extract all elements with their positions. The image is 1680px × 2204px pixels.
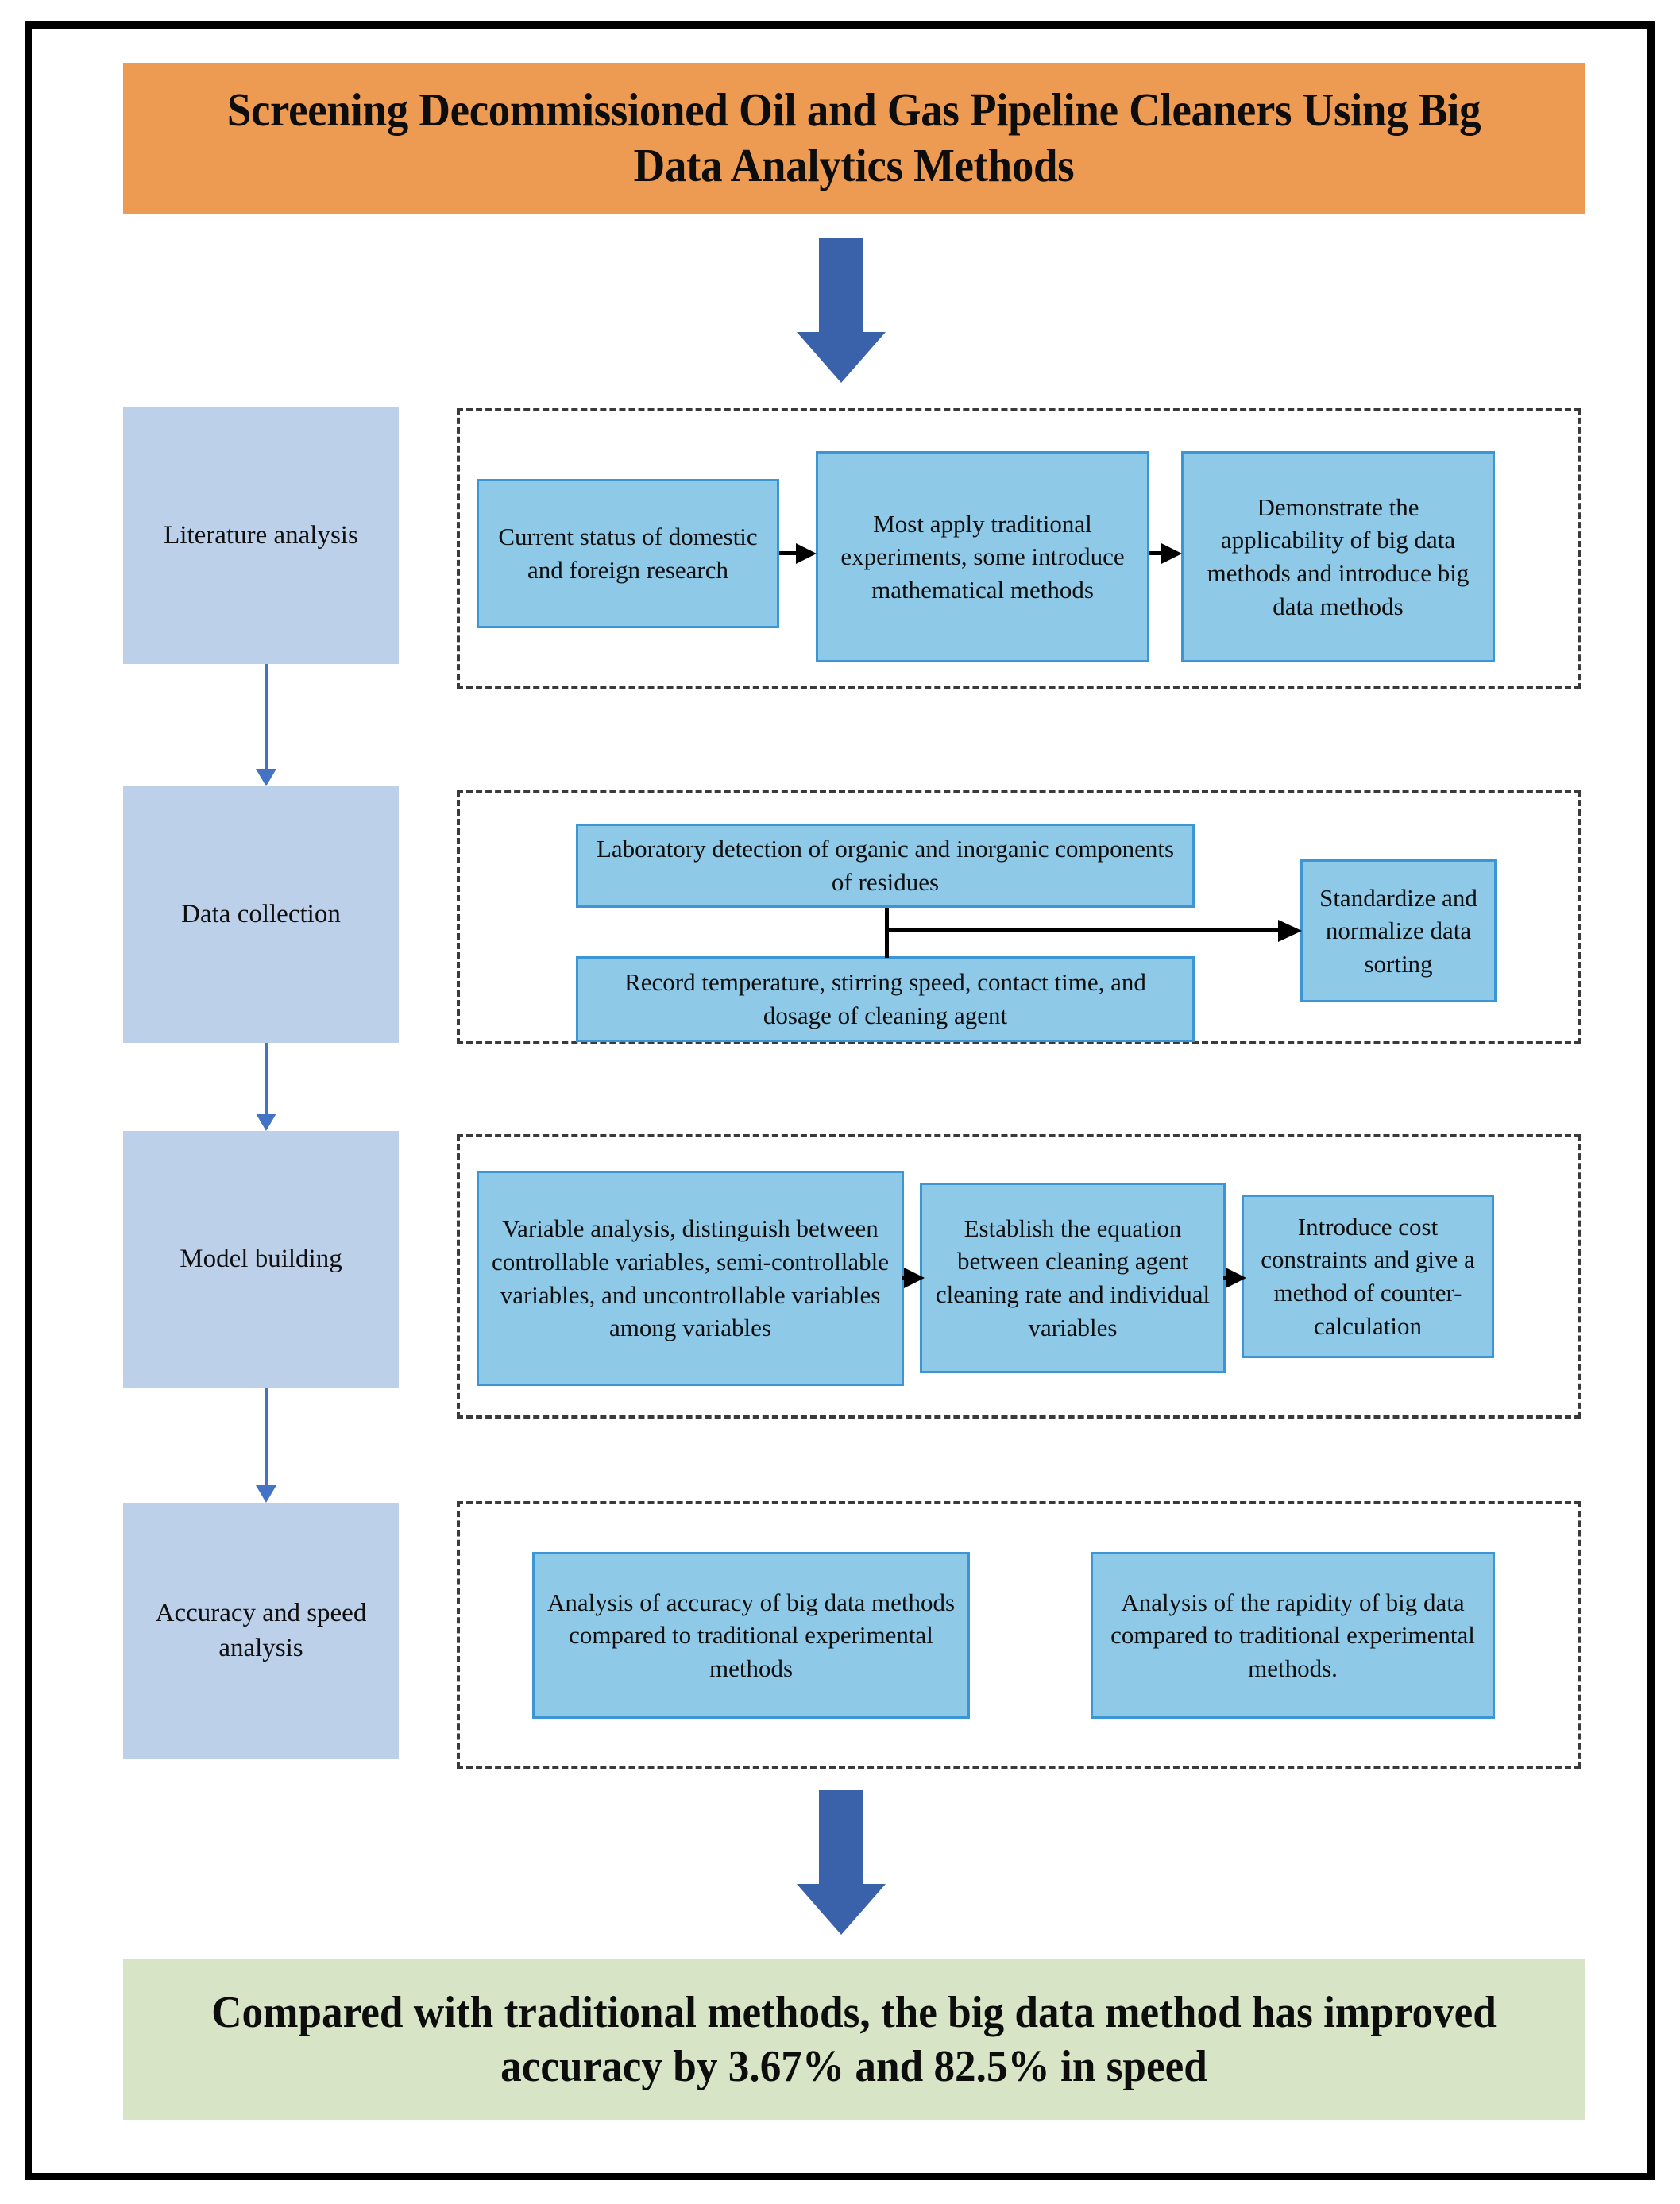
arrow-line [779,551,798,555]
connector-arrowhead [256,1485,276,1503]
stage-connector-arrow-1 [256,664,276,786]
flow-arrow-icon-r3-2 [1223,1268,1246,1288]
process-box-current-status: Current status of domestic and foreign r… [477,479,779,628]
conclusion-banner: Compared with traditional methods, the b… [123,1959,1585,2120]
diagram-title-text: Screening Decommissioned Oil and Gas Pip… [226,83,1481,191]
stage-group-accuracy-speed-analysis [457,1501,1581,1769]
down-block-arrow-icon-bottom [797,1790,886,1935]
merge-connector-vertical [885,908,889,958]
merge-connector-arrowhead [1278,920,1302,942]
stage-label-model-building: Model building [123,1131,399,1388]
stage-label-data-collection: Data collection [123,786,399,1043]
flow-arrow-icon-r3-1 [902,1268,925,1288]
connector-line [265,1043,268,1114]
down-block-arrow-icon-top [797,238,886,383]
stage-group-model-building [457,1134,1581,1419]
flow-arrow-icon-r1-2 [1149,543,1182,564]
connector-line [265,664,268,769]
stage-group-data-collection [457,790,1581,1044]
connector-line [265,1388,268,1485]
arrow-shaft [819,238,863,332]
arrow-head [796,543,817,564]
arrow-line [1149,551,1164,555]
stage-connector-arrow-3 [256,1388,276,1503]
arrow-head [904,1268,925,1288]
diagram-title-banner: Screening Decommissioned Oil and Gas Pip… [123,63,1585,214]
stage-group-literature-analysis [457,408,1581,689]
process-box-traditional-experiments: Most apply traditional experiments, some… [816,451,1149,662]
process-box-standardize-normalize: Standardize and normalize data sorting [1300,859,1497,1002]
process-box-record-parameters: Record temperature, stirring speed, cont… [576,956,1195,1042]
conclusion-text: Compared with traditional methods, the b… [211,1987,1497,2091]
process-box-laboratory-detection: Laboratory detection of organic and inor… [576,824,1195,908]
merge-connector-horizontal [885,928,1280,932]
process-box-demonstrate-applicability: Demonstrate the applicability of big dat… [1181,451,1495,662]
stage-connector-arrow-2 [256,1043,276,1131]
arrow-head [1226,1268,1246,1288]
process-box-cost-constraints: Introduce cost constraints and give a me… [1242,1195,1494,1358]
flow-arrow-icon-r1-1 [779,543,817,564]
process-box-variable-analysis: Variable analysis, distinguish between c… [477,1171,904,1386]
arrow-head [1161,543,1182,564]
process-box-accuracy-analysis: Analysis of accuracy of big data methods… [532,1552,970,1719]
connector-arrowhead [256,1114,276,1131]
arrow-shaft [819,1790,863,1884]
stage-label-literature-analysis: Literature analysis [123,407,399,664]
arrow-head [797,1884,886,1935]
stage-label-accuracy-speed-analysis: Accuracy and speed analysis [123,1503,399,1759]
connector-arrowhead [256,769,276,786]
process-box-rapidity-analysis: Analysis of the rapidity of big data com… [1091,1552,1495,1719]
arrow-head [797,332,886,383]
process-box-establish-equation: Establish the equation between cleaning … [920,1183,1226,1373]
